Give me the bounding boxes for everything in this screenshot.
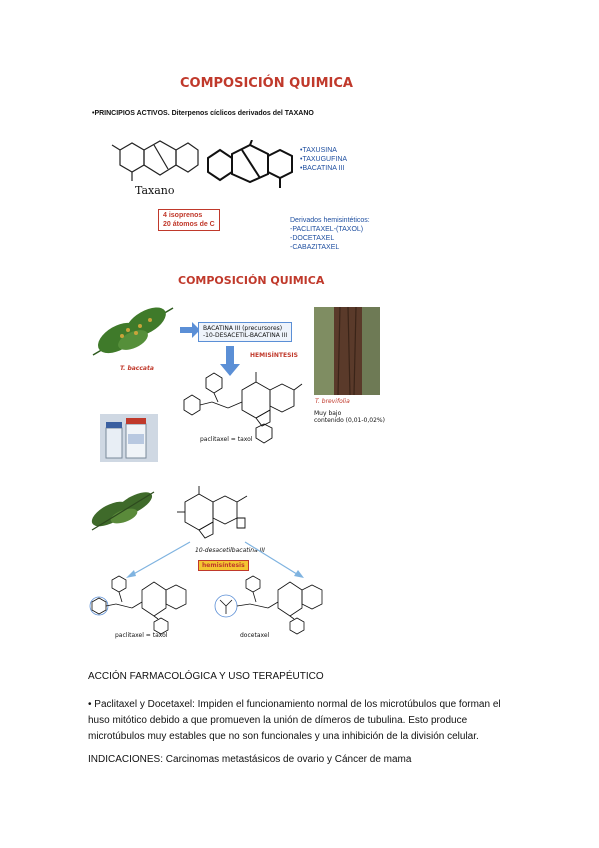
list-item: •TAXUSINA — [300, 147, 337, 154]
derivados-title: Derivados hemisintéticos: — [290, 217, 370, 224]
paclitaxel-caption-small: paclitaxel = taxol — [115, 632, 168, 639]
taxus-brevifolia-image — [314, 307, 380, 395]
isoprenos-line: 4 isoprenos — [163, 212, 203, 219]
desacetil-caption: 10-desacetilbacatina III — [195, 547, 265, 554]
taxus-baccata-image — [88, 300, 178, 362]
t-baccata-caption: T. baccata — [120, 365, 154, 372]
derivados-list: Derivados hemisintéticos: -PACLITAXEL-(T… — [290, 216, 370, 252]
taxane-structure-left — [111, 140, 199, 181]
muy-bajo-caption: Muy bajo contenido (0,01-0,02%) — [314, 410, 385, 424]
bacatina-box: BACATINA III (precursores) -10-DESACETIL… — [198, 322, 293, 342]
section2-title: COMPOSICIÓN QUIMICA — [178, 274, 325, 287]
taxano-label: Taxano — [135, 184, 175, 197]
bacatina-line: BACATINA III (precursores) — [203, 325, 283, 332]
desacetil-line: -10-DESACETIL-BACATINA III — [203, 332, 288, 339]
indicaciones-line: INDICACIONES: Carcinomas metastásicos de… — [88, 754, 412, 765]
list-item: -DOCETAXEL — [290, 235, 335, 242]
branching-arrows — [126, 541, 304, 578]
muy-bajo-line: Muy bajo — [314, 410, 342, 417]
isoprenos-box: 4 isoprenos 20 átomos de C — [158, 209, 220, 231]
taxol-vials-image — [100, 414, 158, 462]
taxane-structure-right — [207, 140, 293, 188]
hemisintesis-label: HEMISÍNTESIS — [250, 352, 298, 359]
paclitaxel-structure — [183, 372, 303, 444]
taxane-compounds-list: •TAXUSINA •TAXUGUFINA •BACATINA III — [300, 146, 347, 173]
accion-heading: ACCIÓN FARMACOLÓGICA Y USO TERAPÉUTICO — [88, 671, 324, 682]
down-arrow-icon — [220, 346, 240, 376]
section1-title: COMPOSICIÓN QUIMICA — [180, 76, 353, 91]
carbonos-line: 20 átomos de C — [163, 221, 215, 228]
hemisintesis-box: hemisíntesis — [198, 560, 249, 571]
arrow-icon — [180, 322, 200, 338]
desacetilbacatina-structure — [177, 486, 248, 539]
t-brevifolia-caption: T. brevifolia — [315, 398, 350, 405]
list-item: •TAXUGUFINA — [300, 156, 348, 163]
list-item: -CABAZITAXEL — [290, 244, 340, 251]
principios-activos-line: •PRINCIPIOS ACTIVOS. Diterpenos cíclicos… — [92, 110, 314, 117]
docetaxel-structure — [214, 575, 323, 635]
paclitaxel-structure-small — [89, 575, 187, 635]
contenido-line: contenido (0,01-0,02%) — [314, 417, 385, 424]
yew-branch-image — [88, 486, 158, 534]
mechanism-paragraph: • Paclitaxel y Docetaxel: Impiden el fun… — [88, 699, 501, 742]
list-item: -PACLITAXEL-(TAXOL) — [290, 226, 364, 233]
list-item: •BACATINA III — [300, 165, 345, 172]
docetaxel-caption: docetaxel — [240, 632, 270, 639]
paclitaxel-caption: paclitaxel = taxol — [200, 436, 253, 443]
